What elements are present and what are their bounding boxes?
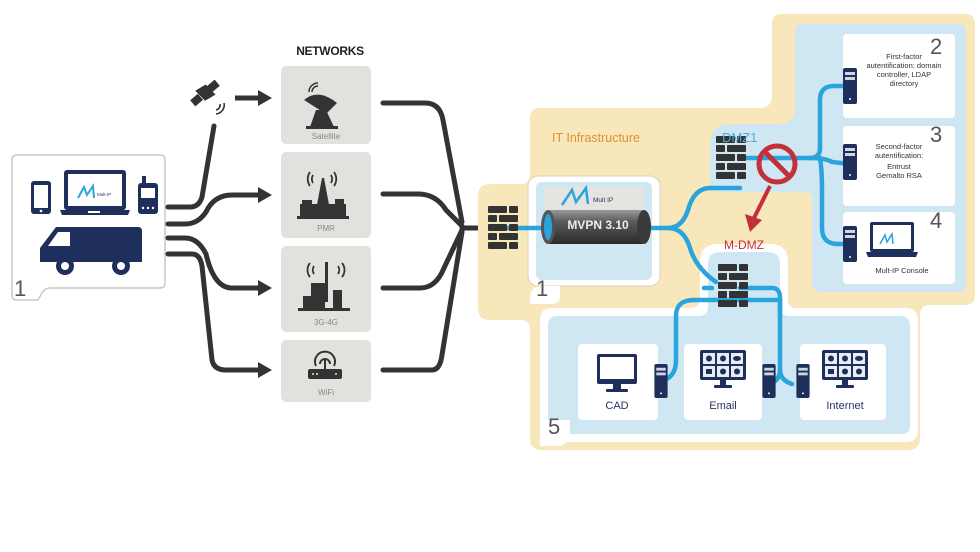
client-number: 1	[14, 276, 27, 301]
radio-tower-icon	[297, 171, 349, 219]
vpn-number-tab	[530, 286, 560, 304]
network-links	[380, 100, 493, 373]
firewall-mdmz-icon	[718, 264, 748, 307]
server-icon	[796, 364, 810, 398]
satellite-icon	[190, 79, 220, 107]
mdmz-number: 5	[548, 414, 561, 439]
firewall-entry-icon	[488, 206, 518, 249]
link-mdmz-internet	[777, 367, 795, 387]
service-label-email: Email	[709, 400, 737, 412]
auth-number-3: 3	[930, 122, 943, 147]
wifi-router-icon	[308, 350, 342, 379]
redirect-arrow-icon	[745, 185, 772, 232]
multip-logo-icon	[560, 184, 590, 206]
mdmz-number-tab	[540, 420, 570, 446]
link-dmz1-auth3	[817, 155, 853, 247]
auth-number-2: 2	[930, 34, 943, 59]
server-icon	[843, 144, 857, 180]
network-label-wifi: WiFi	[318, 388, 334, 397]
dmz1-label: DMZ1	[722, 130, 758, 145]
auth-number-4: 4	[930, 208, 943, 233]
mdmz-label: M-DMZ	[724, 238, 764, 252]
console-label: Mult-IP Console	[875, 266, 929, 275]
signal-waves-icon	[215, 102, 226, 115]
service-label-internet: Internet	[826, 400, 864, 412]
client-group: Mult-IP	[11, 154, 166, 301]
client-links	[165, 123, 265, 373]
console-laptop-icon	[866, 222, 918, 257]
laptop-icon: Mult-IP	[60, 170, 130, 215]
server-icon	[843, 226, 857, 262]
auth-second-factor-text: Second-factor autentification:	[874, 142, 924, 160]
merge-wifi	[380, 229, 465, 373]
link-vpn-mdmz	[665, 225, 719, 285]
cad-monitor-icon	[597, 354, 637, 392]
link-3g4g	[165, 235, 265, 291]
merge-satellite	[380, 100, 465, 225]
it-infrastructure-title: IT Infrastructure	[552, 131, 640, 145]
radio-handset-icon	[138, 176, 158, 214]
auth-first-factor-text: First-factor autentification: domain con…	[866, 52, 942, 88]
server-icon	[843, 68, 857, 104]
service-label-cad: CAD	[605, 400, 629, 412]
auth-box-1	[843, 34, 955, 118]
network-label-pmr: PMR	[317, 224, 335, 233]
link-mdmz-cad	[661, 297, 783, 383]
link-satellite	[165, 123, 217, 210]
network-label-satellite: Satellite	[311, 132, 341, 141]
merge-3g4g	[380, 227, 465, 291]
arrows	[235, 90, 272, 378]
auth-box-2	[843, 126, 955, 206]
link-pmr	[165, 192, 265, 227]
tablet-icon	[31, 181, 51, 214]
van-icon	[40, 227, 142, 275]
mvpn-label: MVPN 3.10	[567, 218, 629, 232]
link-wifi	[165, 251, 265, 373]
auth-second-factor-vendors: Entrust Gemalto RSA	[876, 162, 922, 180]
laptop-brand: Mult-IP	[97, 192, 111, 197]
merge-pmr	[380, 191, 465, 229]
satellite-dish-icon	[304, 82, 338, 129]
networks-title: NETWORKS	[296, 44, 364, 58]
blocked-icon	[756, 143, 798, 185]
vpn-number: 1	[536, 276, 549, 301]
cell-tower-icon	[298, 262, 350, 311]
link-dmz1-auth2	[807, 155, 853, 167]
mvpn-tunnel-icon	[541, 210, 651, 244]
network-label-3g4g: 3G-4G	[313, 318, 338, 327]
vpn-brand-text: Mult IP	[593, 197, 613, 204]
server-icon	[654, 364, 668, 398]
server-icon	[762, 364, 776, 398]
